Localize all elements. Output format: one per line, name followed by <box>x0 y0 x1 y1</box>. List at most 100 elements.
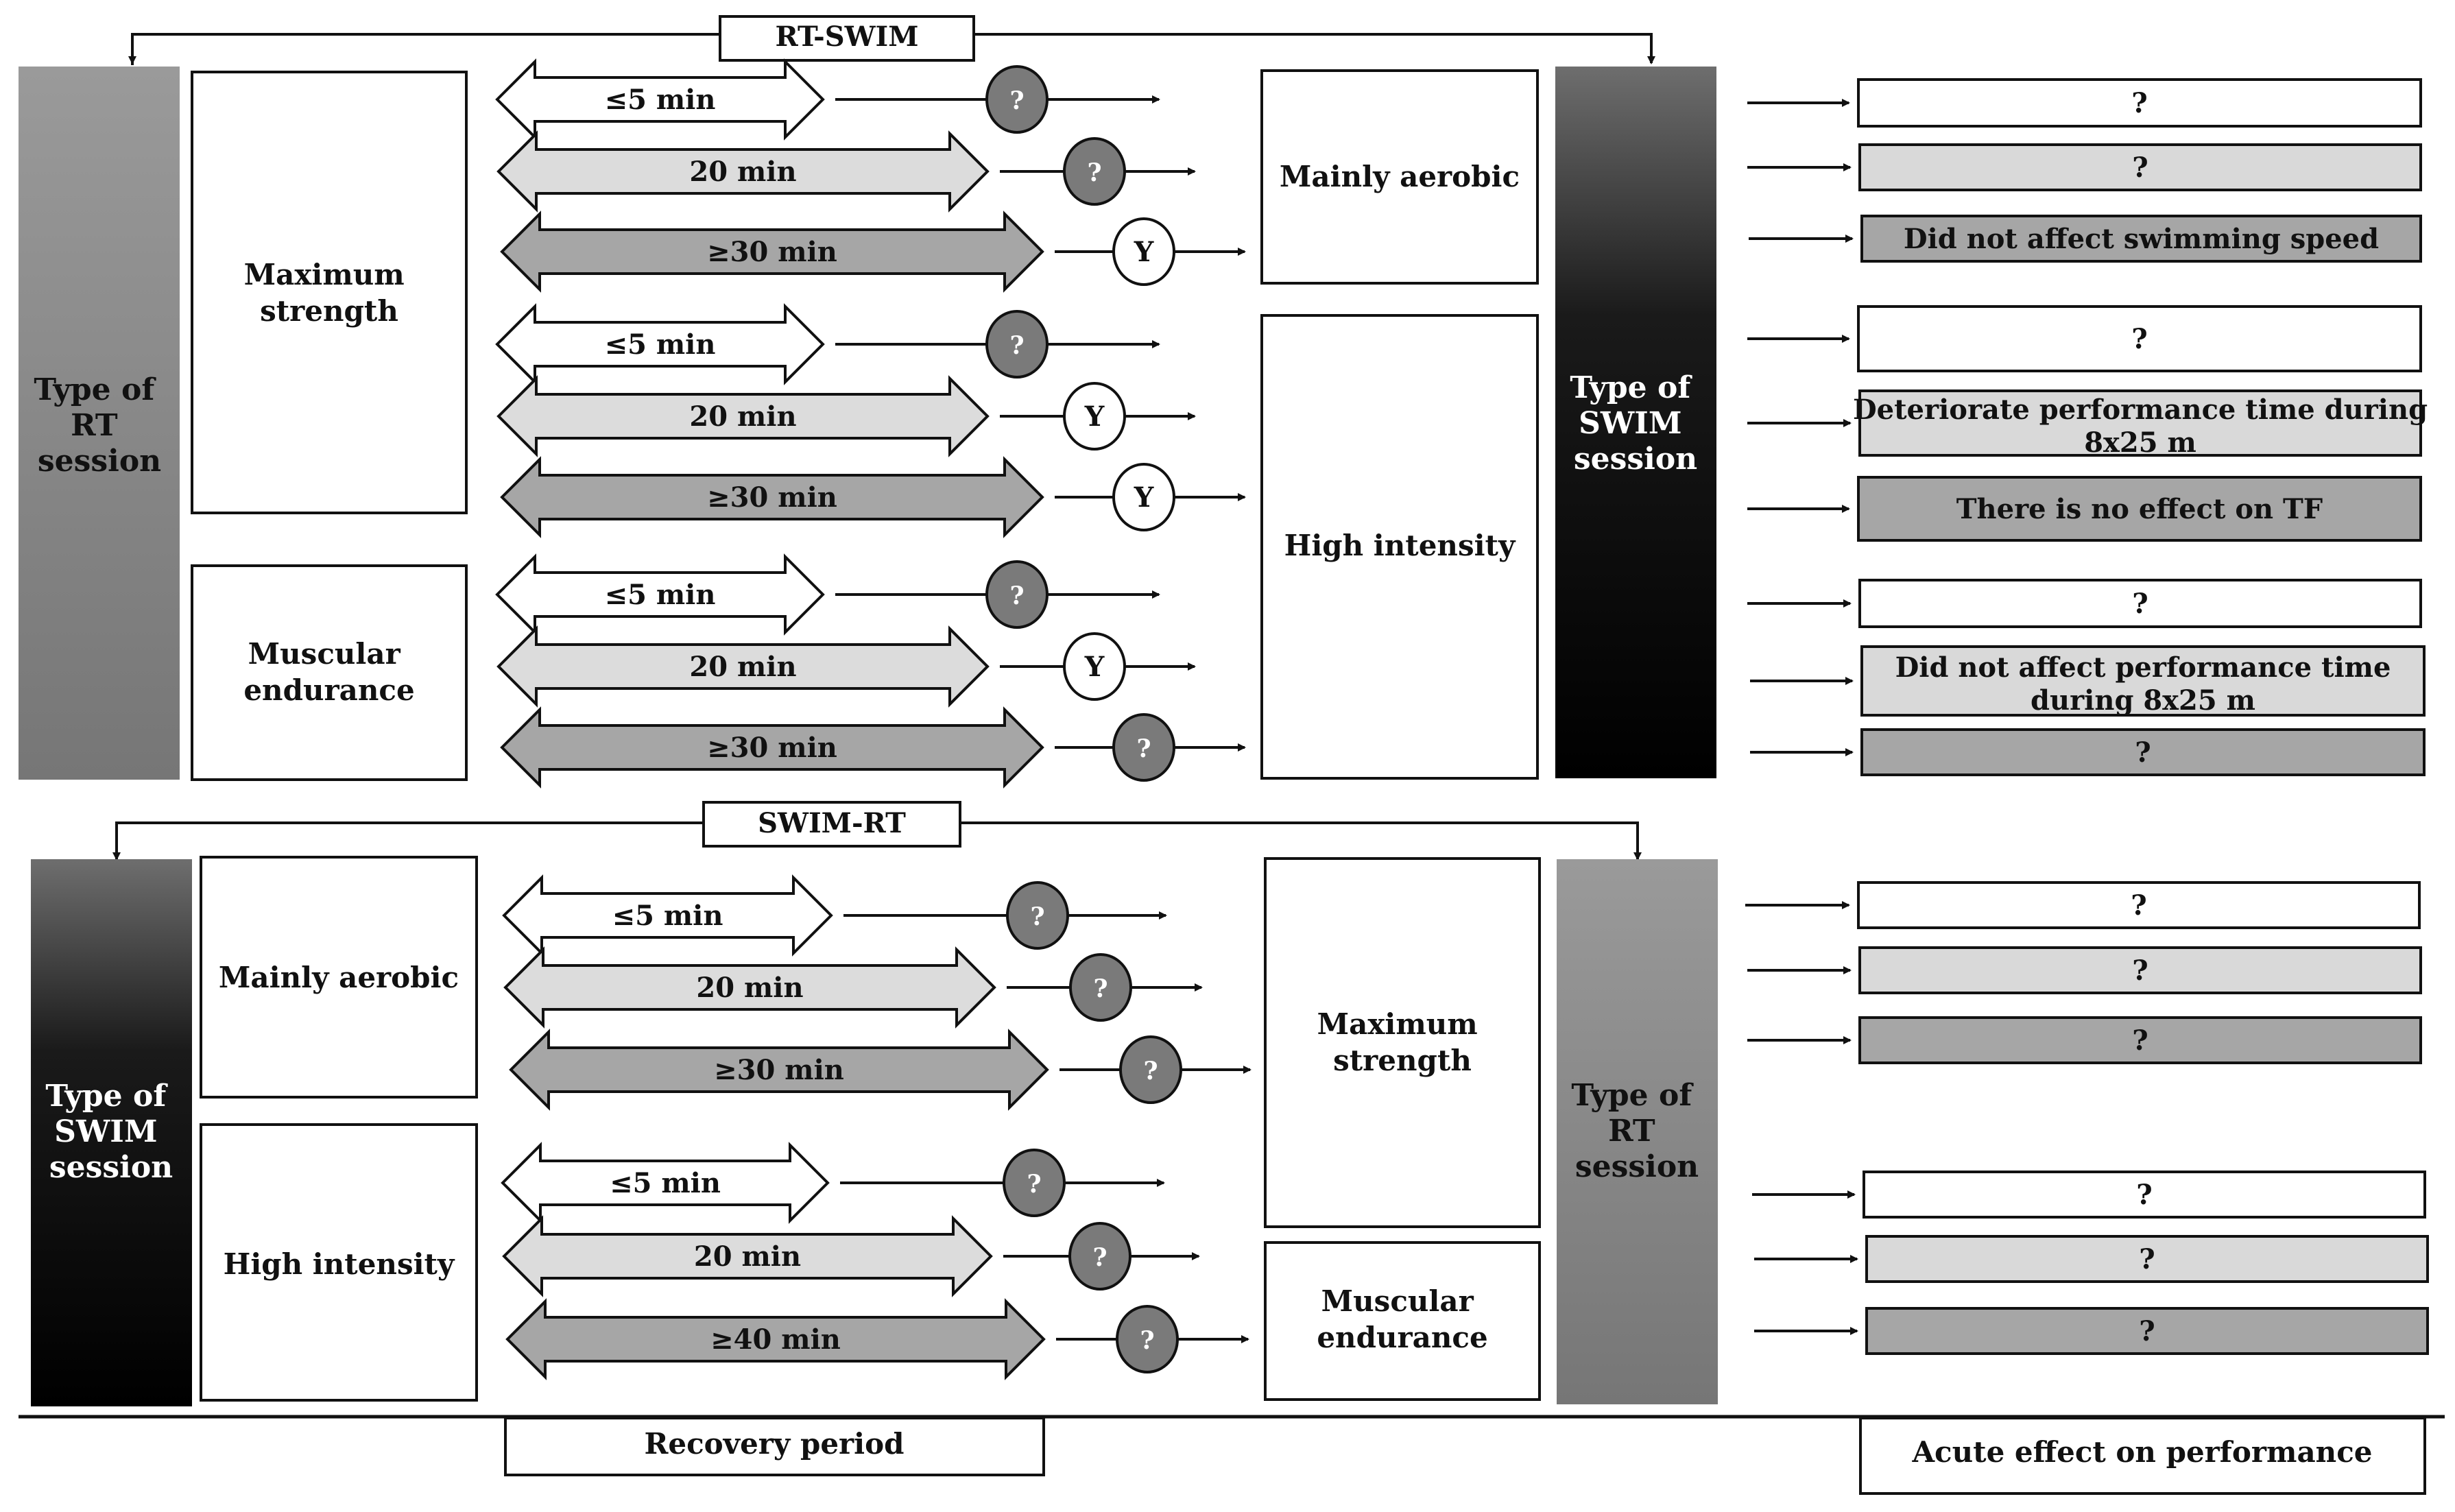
top-effects: ?? Did not affect swimming speed? Deterior… <box>1747 78 2428 776</box>
effect-label: There is no effect on TF <box>1956 493 2323 525</box>
effect-label: ? <box>2132 955 2148 987</box>
effect-label: ? <box>2132 152 2148 184</box>
recovery-label: 20 min <box>689 156 796 188</box>
top-title: RT-SWIM <box>775 21 918 53</box>
bottom-effect-6: ? <box>1754 1307 2429 1355</box>
effect-box <box>1857 881 2421 929</box>
top-connector: RT-SWIM <box>128 15 1655 65</box>
top-row-7: ≤5 min? <box>495 553 1160 636</box>
recovery-period-label: Recovery period <box>644 1427 904 1461</box>
effect-label-line2: during 8x25 m <box>2031 684 2255 717</box>
recovery-arrow <box>500 211 1044 293</box>
group-label-mainly-aerobic: Mainly aerobic <box>219 961 459 994</box>
effect-label: ? <box>2139 1315 2155 1347</box>
marker-label: ? <box>1027 1170 1041 1199</box>
recovery-arrow <box>500 456 1044 538</box>
recovery-label: ≤5 min <box>605 579 716 611</box>
effect-label: ? <box>2131 889 2146 922</box>
bottom-row-1: ≤5 min? <box>502 874 1167 957</box>
recovery-label: ≤5 min <box>612 900 723 932</box>
bottom-effects: ?????? <box>1745 881 2429 1355</box>
group-label-high-intensity: High intensity <box>224 1247 455 1281</box>
bottom-section: SWIM-RT Type of SWIM session Mainly aero… <box>31 801 2429 1406</box>
marker-label: ? <box>1143 1057 1158 1085</box>
marker-label: ? <box>1009 331 1024 360</box>
bottom-row-4: ≤5 min? <box>501 1142 1165 1224</box>
effect-label: ? <box>2136 1179 2152 1211</box>
group-label-muscular-endurance: Muscular endurance <box>243 637 414 707</box>
effect-box <box>1857 305 2422 372</box>
acute-effect-box <box>1859 1417 2426 1495</box>
recovery-arrow <box>500 706 1044 789</box>
top-section: RT-SWIM Type of RT session Maximum stren… <box>19 15 2428 789</box>
recovery-arrow <box>509 1029 1049 1111</box>
bottom-effect-2: ? <box>1747 946 2422 994</box>
rt-label-maximum-strength: Maximum strength <box>1317 1007 1488 1077</box>
effect-box <box>1858 143 2422 191</box>
bottom-right-bar <box>1557 859 1718 1404</box>
effect-label-line2: 8x25 m <box>2084 427 2196 459</box>
swim-label-mainly-aerobic: Mainly aerobic <box>1280 160 1520 193</box>
effect-box <box>1860 728 2426 776</box>
effect-label: ? <box>2132 1024 2148 1057</box>
recovery-arrow <box>501 1142 830 1224</box>
recovery-label: 20 min <box>694 1240 801 1273</box>
effect-box <box>1865 1307 2429 1355</box>
effect-box <box>1865 1235 2429 1283</box>
marker-label: ? <box>1087 158 1101 187</box>
effect-box <box>1858 946 2422 994</box>
swim-box-high-intensity <box>1260 314 1539 780</box>
bottom-row-6: ≥40 min? <box>505 1298 1249 1380</box>
top-connector-right-arrow <box>974 33 1655 64</box>
recovery-label: ≤5 min <box>605 84 716 116</box>
bottom-effect-1: ? <box>1745 881 2421 929</box>
recovery-label: 20 min <box>696 972 803 1004</box>
bottom-row-5: 20 min? <box>502 1215 1200 1297</box>
top-row-1: ≤5 min? <box>495 58 1160 141</box>
group-box-high-intensity <box>200 1123 478 1402</box>
top-effect-1: ? <box>1747 78 2422 128</box>
top-effect-7: ? <box>1747 579 2422 628</box>
recovery-label: ≥30 min <box>707 236 837 268</box>
effect-label: ? <box>2131 87 2147 119</box>
swim-label-high-intensity: High intensity <box>1284 529 1516 562</box>
top-right-bar <box>1555 67 1716 778</box>
rt-label-muscular-endurance: Muscular endurance <box>1317 1284 1487 1354</box>
recovery-label: 20 min <box>689 651 796 683</box>
recovery-arrow <box>495 58 825 141</box>
bottom-left-bar <box>31 859 192 1406</box>
marker-label: Y <box>1084 400 1105 433</box>
recovery-arrow <box>495 553 825 636</box>
effect-box <box>1860 645 2426 717</box>
marker-label: ? <box>1092 1243 1107 1272</box>
effect-label: Did not affect swimming speed <box>1904 223 2379 255</box>
recovery-label: ≥30 min <box>707 481 837 514</box>
bottom-effect-4: ? <box>1752 1171 2426 1219</box>
marker-label: ? <box>1009 581 1024 610</box>
top-effect-6: There is no effect on TF <box>1747 476 2422 542</box>
rt-box-maximum-strength <box>1264 857 1541 1228</box>
recovery-arrow <box>496 625 990 708</box>
top-row-4: ≤5 min? <box>495 303 1160 385</box>
effect-box <box>1857 476 2422 542</box>
acute-effect-label: Acute effect on performance <box>1911 1435 2372 1469</box>
recovery-period-box <box>504 1417 1045 1476</box>
top-effect-4: ? <box>1747 305 2422 372</box>
recovery-arrow <box>496 375 990 457</box>
group-box-muscular-endurance <box>191 564 468 781</box>
recovery-arrow <box>502 874 833 957</box>
swim-box-mainly-aerobic <box>1260 69 1539 285</box>
effect-box <box>1857 78 2422 128</box>
effect-label-line1: Did not affect performance time <box>1895 651 2391 684</box>
top-row-2: 20 min? <box>496 130 1196 213</box>
marker-label: ? <box>1093 974 1107 1003</box>
top-effect-5: Deteriorate performance time during8x25 … <box>1747 389 2428 459</box>
top-row-9: ≥30 min? <box>500 706 1246 789</box>
top-effect-9: ? <box>1750 728 2426 776</box>
recovery-label: ≤5 min <box>610 1167 721 1199</box>
